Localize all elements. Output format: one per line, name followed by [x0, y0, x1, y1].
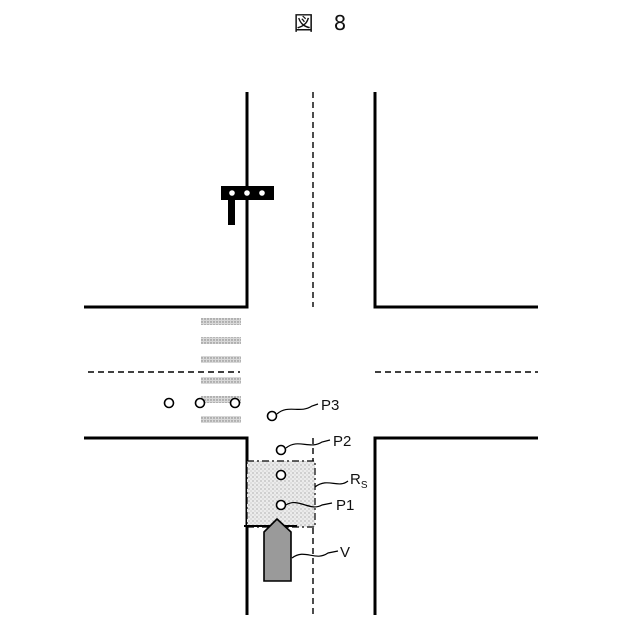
point-p2 [277, 446, 286, 455]
leader-p3 [277, 404, 318, 414]
point-p1 [277, 501, 286, 510]
crosswalk-stripe [201, 416, 241, 423]
pedestrian-marker [196, 399, 205, 408]
pedestrian-marker [231, 399, 240, 408]
curb-bottom-right [375, 438, 538, 615]
point-marker [277, 471, 286, 480]
curb-bottom-left [84, 438, 247, 615]
vehicle-v [264, 519, 291, 581]
pedestrian-marker [165, 399, 174, 408]
signal-lamp [259, 190, 265, 196]
label-p2: P2 [333, 433, 351, 450]
crosswalk-stripe [201, 318, 241, 325]
leader-rs [315, 481, 348, 487]
signal-pole [228, 198, 235, 225]
label-p1: P1 [336, 497, 354, 514]
crosswalk-stripe [201, 377, 241, 384]
curb-top-right [375, 92, 538, 307]
signal-lamp [244, 190, 250, 196]
leader-v [292, 551, 338, 558]
signal-lamp [229, 190, 235, 196]
point-p3 [268, 412, 277, 421]
label-p3: P3 [321, 397, 339, 414]
leader-p2 [286, 440, 330, 448]
road-edges [84, 92, 538, 615]
crosswalk-stripe [201, 356, 241, 363]
label-v: V [340, 544, 350, 561]
figure-title: 図 8 [294, 11, 347, 35]
center-lines [88, 92, 538, 615]
crosswalk-stripe [201, 337, 241, 344]
label-rs: RS [350, 471, 368, 491]
